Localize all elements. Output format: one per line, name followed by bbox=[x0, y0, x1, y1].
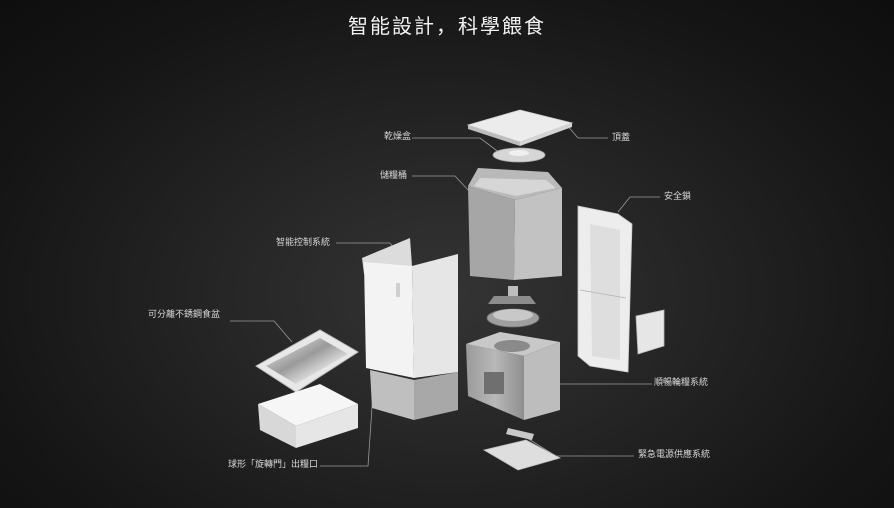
bowl-base-part bbox=[258, 384, 358, 448]
label-top-cover: 頂蓋 bbox=[612, 133, 631, 143]
label-outlet: 球形「旋轉門」出糧口 bbox=[228, 460, 319, 470]
front-shell-part bbox=[362, 238, 458, 420]
steel-bowl-part bbox=[255, 329, 359, 393]
page-title: 智能設計，科學餵食 bbox=[348, 14, 546, 38]
base-unit-part bbox=[466, 332, 560, 420]
impeller-part bbox=[486, 286, 540, 328]
back-panel-part bbox=[577, 205, 665, 373]
label-impeller: 順暢輪糧系統 bbox=[654, 378, 709, 388]
label-safety-lock: 安全鎖 bbox=[664, 192, 692, 202]
dry-box-part bbox=[492, 147, 546, 163]
label-smart-control: 智能控制系統 bbox=[276, 238, 331, 248]
storage-bucket-part bbox=[468, 168, 562, 280]
label-power-supply: 緊急電源供應系統 bbox=[638, 450, 711, 460]
power-supply-part bbox=[482, 428, 562, 471]
label-dry-box: 乾燥盒 bbox=[384, 132, 412, 142]
label-steel-bowl: 可分離不銹鋼食盆 bbox=[148, 310, 221, 320]
top-cover-part bbox=[466, 109, 574, 146]
label-storage-bucket: 儲糧桶 bbox=[380, 171, 408, 181]
